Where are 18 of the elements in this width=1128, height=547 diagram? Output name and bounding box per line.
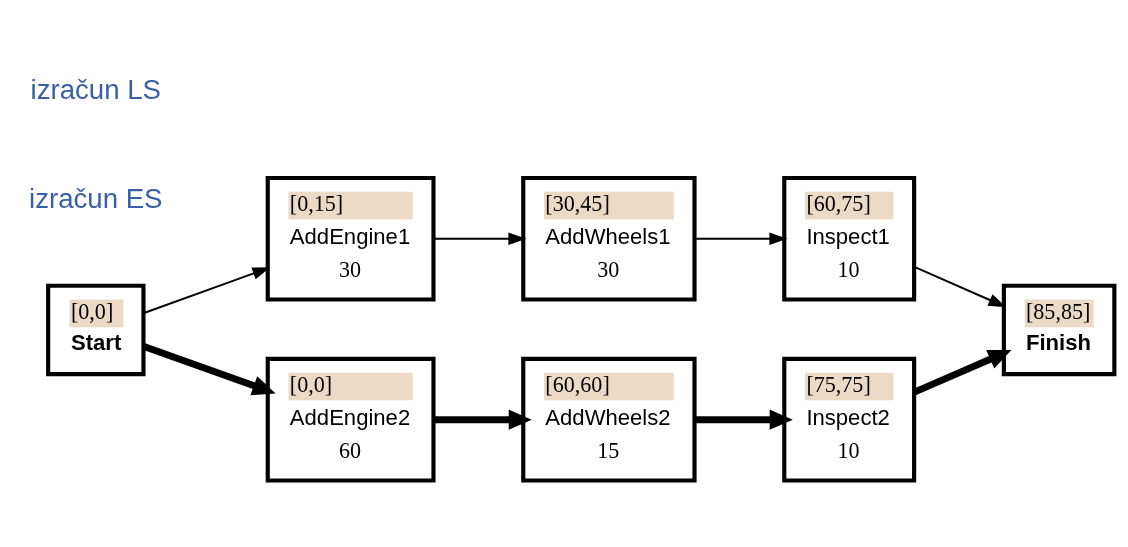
node-box: [60,75] Inspect1 10 [782, 175, 917, 302]
node-box: [75,75] Inspect2 10 [782, 356, 917, 483]
node-box: [0,15] AddEngine1 30 [265, 175, 436, 302]
node-box: [85,85] Finish [1001, 283, 1117, 376]
arrow [433, 409, 532, 430]
arrow [914, 265, 1007, 307]
node-box: [30,45] AddWheels1 30 [521, 175, 697, 302]
label: izračun LS [30, 73, 162, 105]
arrow [913, 349, 1012, 395]
arrow [143, 266, 271, 314]
arrow [694, 409, 793, 430]
label: izračun ES [29, 182, 163, 214]
arrow [694, 232, 788, 245]
node-box: [0,0] AddEngine2 60 [265, 356, 436, 483]
node-box: [60,60] AddWheels2 15 [521, 356, 697, 483]
node-box: [0,0] Start [46, 283, 146, 376]
arrow [433, 232, 527, 245]
arrow [142, 342, 276, 395]
